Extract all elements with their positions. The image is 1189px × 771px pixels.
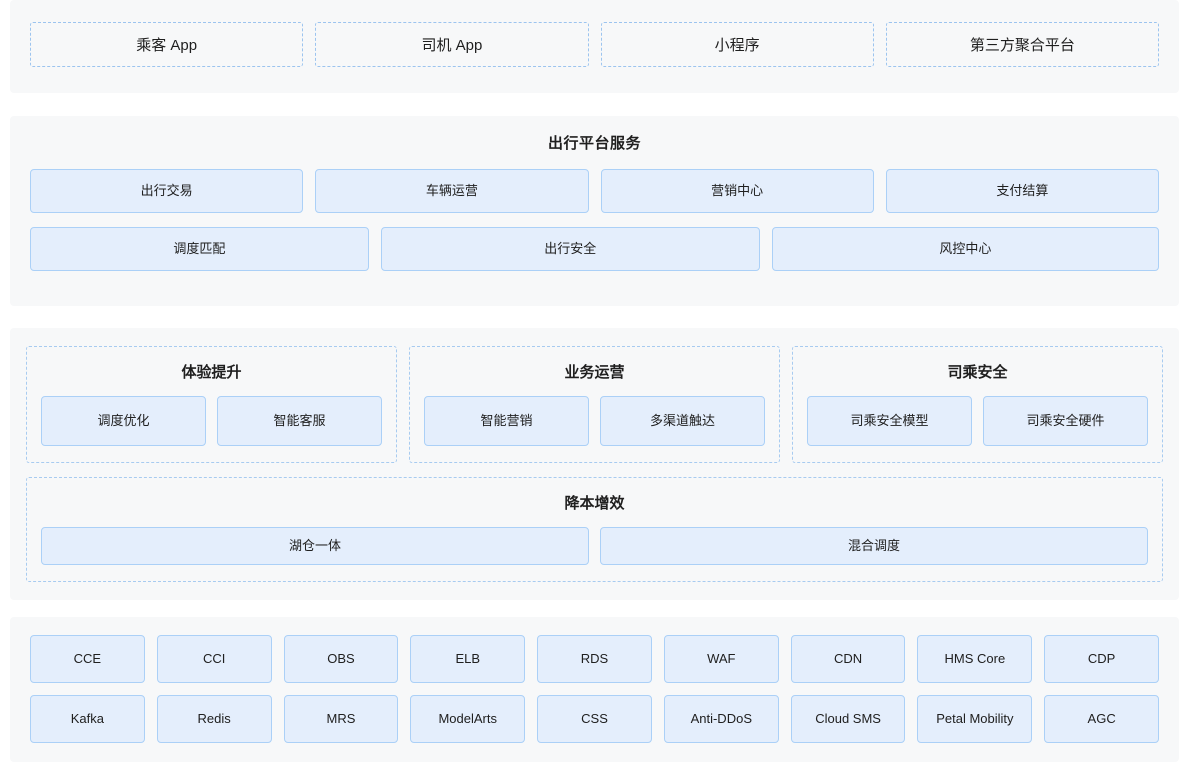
cloud-services-section: CCE CCI OBS ELB RDS WAF CDN HMS Core CDP…	[10, 617, 1179, 762]
capability-group-experience-title: 体验提升	[181, 364, 242, 381]
cloud-box-obs[interactable]: OBS	[283, 635, 399, 683]
cloud-box-kafka[interactable]: Kafka	[30, 695, 145, 743]
capability-group-driver-passenger-safety: 司乘安全 司乘安全模型 司乘安全硬件	[792, 346, 1163, 463]
cloud-box-redis[interactable]: Redis	[156, 695, 272, 743]
capability-group-cost-efficiency-items: 湖仓一体 混合调度	[41, 527, 1148, 565]
channel-box-mini-program[interactable]: 小程序	[600, 22, 874, 67]
cloud-box-elb[interactable]: ELB	[410, 635, 526, 683]
capability-box-hybrid-scheduling[interactable]: 混合调度	[600, 527, 1148, 565]
capability-box-dispatch-optimization[interactable]: 调度优化	[41, 396, 206, 446]
capability-group-cost-efficiency-title: 降本增效	[564, 495, 625, 512]
channel-box-third-party-aggregator[interactable]: 第三方聚合平台	[885, 22, 1159, 67]
cloud-box-modelarts[interactable]: ModelArts	[410, 695, 526, 743]
cloud-box-cdp[interactable]: CDP	[1044, 635, 1160, 683]
capability-groups-row: 体验提升 调度优化 智能客服 业务运营 智能营销 多渠道触达 司乘安全 司乘安全…	[26, 346, 1163, 463]
capabilities-section: 体验提升 调度优化 智能客服 业务运营 智能营销 多渠道触达 司乘安全 司乘安全…	[10, 328, 1179, 600]
capability-group-business-operations-items: 智能营销 多渠道触达	[424, 396, 765, 446]
cloud-box-anti-ddos[interactable]: Anti-DDoS	[663, 695, 779, 743]
cloud-services-row-2: Kafka Redis MRS ModelArts CSS Anti-DDoS …	[30, 695, 1160, 743]
cloud-box-agc[interactable]: AGC	[1044, 695, 1160, 743]
platform-box-trip-transaction[interactable]: 出行交易	[30, 169, 304, 213]
capability-group-business-operations-title: 业务运营	[564, 364, 625, 381]
cloud-box-hms-core[interactable]: HMS Core	[917, 635, 1033, 683]
cloud-box-cloud-sms[interactable]: Cloud SMS	[790, 695, 906, 743]
platform-services-title: 出行平台服务	[547, 135, 641, 152]
cloud-box-rds[interactable]: RDS	[537, 635, 652, 683]
platform-box-payment-settlement[interactable]: 支付结算	[885, 169, 1159, 213]
platform-services-section: 出行平台服务 出行交易 车辆运营 营销中心 支付结算 调度匹配 出行安全 风控中…	[10, 116, 1179, 306]
capability-box-safety-model[interactable]: 司乘安全模型	[807, 396, 972, 446]
cloud-box-mrs[interactable]: MRS	[283, 695, 399, 743]
cloud-box-cci[interactable]: CCI	[156, 635, 272, 683]
capability-group-driver-passenger-safety-title: 司乘安全	[947, 364, 1008, 381]
platform-box-vehicle-operations[interactable]: 车辆运营	[315, 169, 589, 213]
platform-services-row-2: 调度匹配 出行安全 风控中心	[30, 227, 1159, 271]
capability-box-lakehouse[interactable]: 湖仓一体	[41, 527, 589, 565]
cloud-box-css[interactable]: CSS	[537, 695, 652, 743]
capability-group-driver-passenger-safety-items: 司乘安全模型 司乘安全硬件	[807, 396, 1148, 446]
capability-box-smart-customer-service[interactable]: 智能客服	[217, 396, 382, 446]
cloud-box-petal-mobility[interactable]: Petal Mobility	[917, 695, 1033, 743]
cloud-box-cce[interactable]: CCE	[30, 635, 145, 683]
capability-box-safety-hardware[interactable]: 司乘安全硬件	[983, 396, 1148, 446]
capability-box-multichannel-reach[interactable]: 多渠道触达	[600, 396, 765, 446]
channel-box-passenger-app[interactable]: 乘客 App	[30, 22, 304, 67]
cloud-services-row-1: CCE CCI OBS ELB RDS WAF CDN HMS Core CDP	[30, 635, 1160, 683]
cloud-box-cdn[interactable]: CDN	[790, 635, 906, 683]
platform-box-trip-safety[interactable]: 出行安全	[380, 227, 760, 271]
channels-section: 乘客 App 司机 App 小程序 第三方聚合平台	[10, 0, 1179, 93]
channel-box-driver-app[interactable]: 司机 App	[315, 22, 589, 67]
platform-box-marketing-center[interactable]: 营销中心	[600, 169, 874, 213]
capability-group-cost-efficiency: 降本增效 湖仓一体 混合调度	[26, 477, 1163, 582]
capability-group-business-operations: 业务运营 智能营销 多渠道触达	[409, 346, 780, 463]
capability-group-experience: 体验提升 调度优化 智能客服	[26, 346, 397, 463]
platform-box-dispatch-matching[interactable]: 调度匹配	[30, 227, 369, 271]
capability-box-smart-marketing[interactable]: 智能营销	[424, 396, 589, 446]
cloud-box-waf[interactable]: WAF	[663, 635, 779, 683]
platform-services-row-1: 出行交易 车辆运营 营销中心 支付结算	[30, 169, 1159, 213]
platform-box-risk-control-center[interactable]: 风控中心	[771, 227, 1159, 271]
capability-group-experience-items: 调度优化 智能客服	[41, 396, 382, 446]
